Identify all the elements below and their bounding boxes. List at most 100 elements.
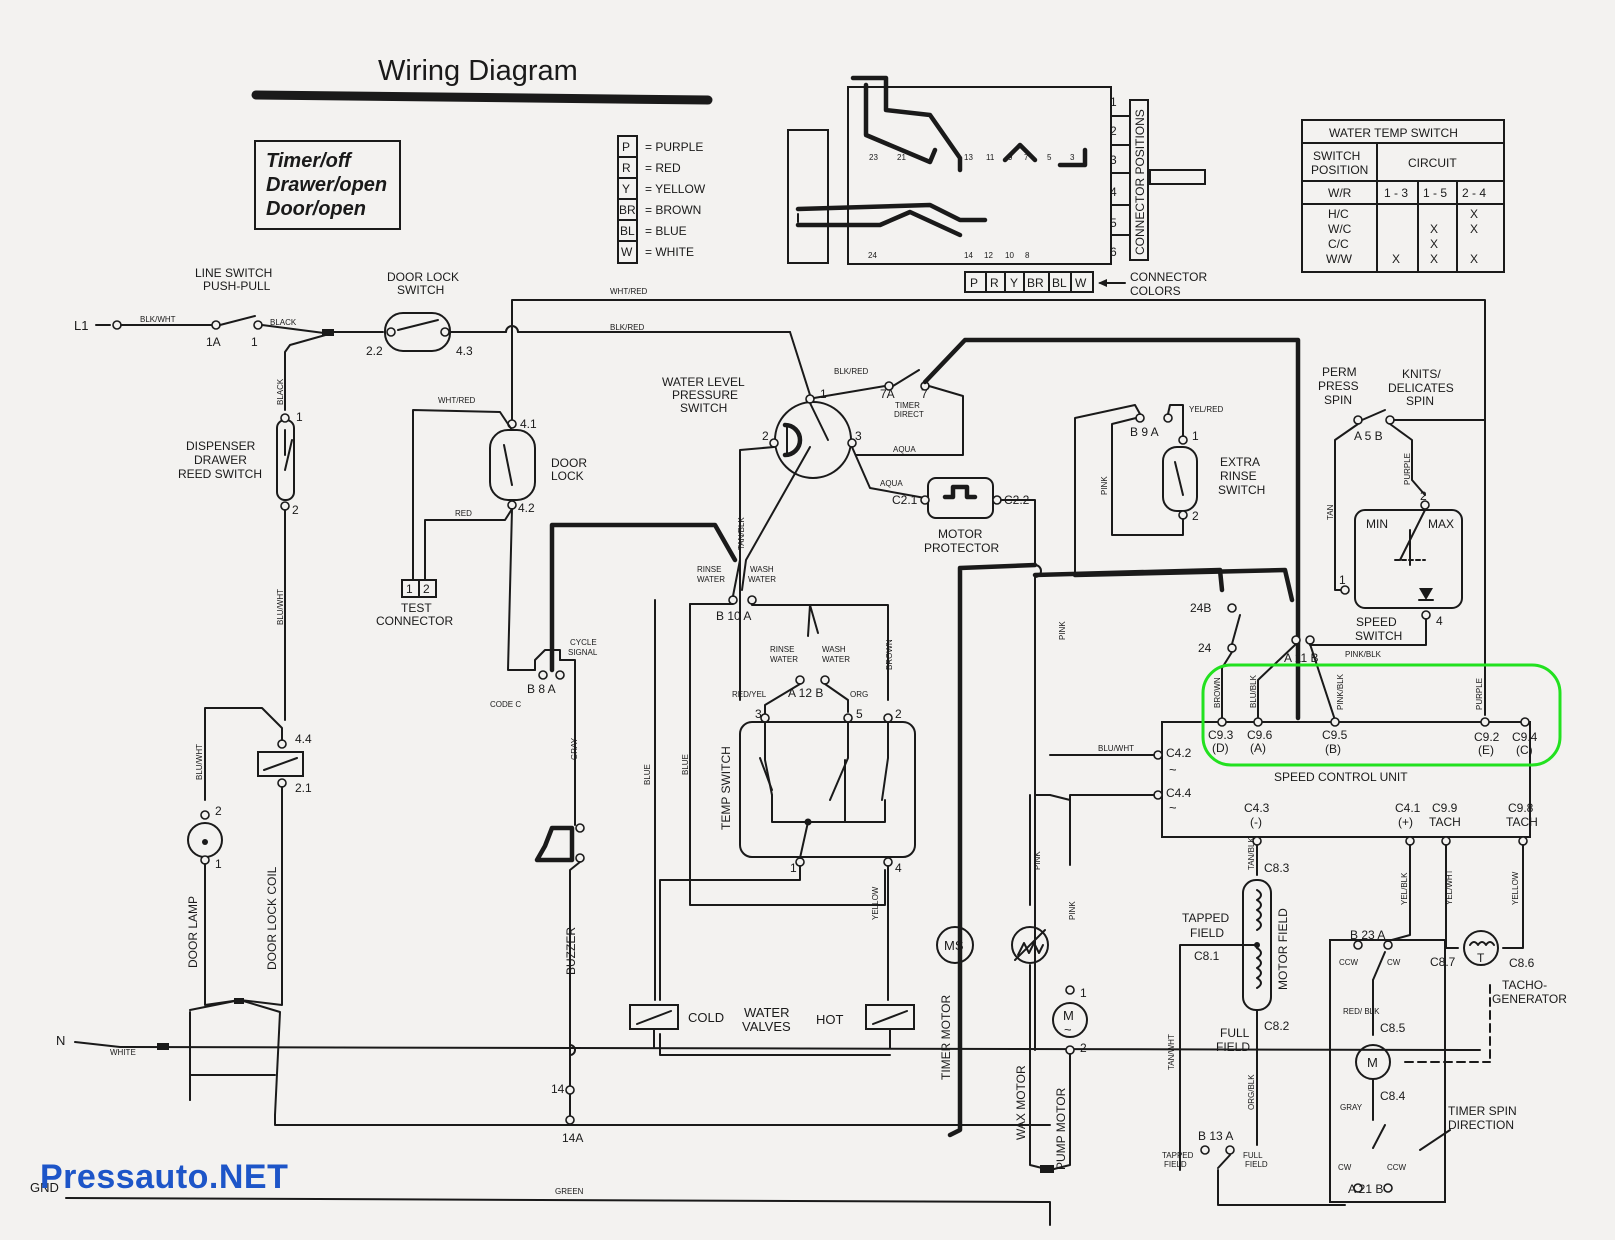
scu-b: (B): [1325, 742, 1341, 756]
buzzer-label: BUZZER: [564, 927, 578, 975]
scu-c95: C9.5: [1322, 728, 1348, 742]
wire-yellow-tacho: YELLOW: [1511, 871, 1520, 905]
state-door: Door/open: [266, 198, 366, 220]
door-lock-label-1: DOOR: [551, 456, 587, 470]
door-lock-label-2: LOCK: [551, 469, 584, 483]
wire-blk-red-wls: BLK/RED: [834, 367, 868, 376]
pin-14: 14: [964, 251, 973, 260]
connector-pos-2: 2: [1110, 124, 1117, 138]
ss-4: 4: [1436, 614, 1443, 628]
terminal-7a: 7A: [880, 387, 895, 401]
wts-13: 1 - 3: [1384, 186, 1408, 200]
ts-4: 4: [895, 861, 902, 875]
wash-water-2: WATER: [748, 575, 776, 584]
wire-aqua-bottom: AQUA: [880, 479, 903, 488]
wire-red-blk: RED/ BLK: [1343, 1007, 1380, 1016]
legend-code-y: Y: [622, 182, 630, 196]
diagram-title: Wiring Diagram: [378, 55, 578, 87]
wire-red-yel: RED/YEL: [732, 690, 767, 699]
terminal-c85: C8.5: [1380, 1021, 1406, 1035]
door-lamp-label: DOOR LAMP: [186, 896, 200, 968]
wire-blk-red-top: BLK/RED: [610, 323, 644, 332]
wire-tan-blk: TAN/BLK: [737, 517, 746, 550]
legend-code-w: W: [621, 245, 633, 259]
pin-23: 23: [869, 153, 878, 162]
terminal-b23a: B 23 A: [1350, 928, 1385, 942]
terminal-a12b: A 12 B: [788, 686, 823, 700]
wts-title: WATER TEMP SWITCH: [1329, 126, 1458, 140]
wire-white-n: WHITE: [110, 1048, 136, 1057]
pin-7: 7: [1024, 153, 1029, 162]
wts-row-hc: H/C: [1328, 207, 1349, 221]
wire-blu-wht-left: BLU/WHT: [276, 589, 285, 625]
wts-circuit: CIRCUIT: [1408, 156, 1457, 170]
terminal-1a: 1A: [206, 335, 221, 349]
wts-switch: SWITCH: [1313, 149, 1360, 163]
scu-tach-2: TACH: [1506, 815, 1538, 829]
wts-wc-24: X: [1470, 222, 1478, 236]
water-level-label-3: SWITCH: [680, 401, 727, 415]
terminal-24: 24: [1198, 641, 1212, 655]
wts-wc-15: X: [1430, 222, 1438, 236]
er-2: 2: [1192, 509, 1199, 523]
cycle-signal-2: SIGNAL: [568, 648, 598, 657]
scu-tach-1: TACH: [1429, 815, 1461, 829]
tapped-field-small-1: TAPPED: [1162, 1151, 1194, 1160]
dispenser-label-1: DISPENSER: [186, 439, 256, 453]
wls-3: 3: [855, 429, 862, 443]
wts-ww-15: X: [1430, 252, 1438, 266]
wls-2: 2: [762, 429, 769, 443]
pin-12: 12: [984, 251, 993, 260]
scu-c42: C4.2: [1166, 746, 1192, 760]
wire-pink-blk-scu: PINK/BLK: [1336, 673, 1345, 710]
perm-press-label-1: PERM: [1322, 365, 1357, 379]
timer-spin-label-2: DIRECTION: [1448, 1118, 1514, 1132]
timer-motor-ms: MS: [944, 938, 964, 953]
knits-label-3: SPIN: [1406, 394, 1434, 408]
pin-24: 24: [868, 251, 877, 260]
strip-w: W: [1075, 276, 1087, 290]
pin-11: 11: [986, 153, 995, 162]
wire-yel-wht: YEL/WHT: [1445, 869, 1454, 905]
wire-brown-scu: BROWN: [1213, 677, 1222, 708]
test-connector-label-2: CONNECTOR: [376, 614, 453, 628]
door-lock-coil-label: DOOR LOCK COIL: [265, 866, 279, 970]
full-field-small-1: FULL: [1243, 1151, 1263, 1160]
wire-yel-blk: YEL/BLK: [1400, 872, 1409, 905]
state-box: Timer/off Drawer/open Door/open: [254, 140, 401, 230]
scu-minus: (-): [1250, 815, 1262, 829]
legend-name-r: = RED: [645, 161, 681, 175]
wire-brown-right: BROWN: [885, 639, 894, 670]
terminal-c86: C8.6: [1509, 956, 1535, 970]
terminal-7: 7: [921, 387, 928, 401]
ts-1: 1: [790, 861, 797, 875]
legend-name-p: = PURPLE: [645, 140, 703, 154]
motor-m: M: [1367, 1055, 1378, 1070]
wire-tan-ss: TAN: [1326, 504, 1335, 520]
wire-yellow-hot: YELLOW: [871, 886, 880, 920]
lamp-1: 1: [215, 857, 222, 871]
state-timer: Timer/off: [266, 150, 353, 172]
terminal-1: 1: [251, 335, 258, 349]
wire-pink-vert: PINK: [1058, 621, 1067, 640]
rinse-water-1: RINSE: [697, 565, 721, 574]
strip-y: Y: [1010, 276, 1018, 290]
wire-green: GREEN: [555, 1187, 584, 1196]
legend-code-br: BR: [619, 203, 636, 217]
tapped-field-small-2: FIELD: [1164, 1160, 1187, 1169]
speed-control-highlight: [1201, 663, 1562, 767]
pump-motor-label: PUMP MOTOR: [1054, 1087, 1068, 1170]
terminal-14a: 14A: [562, 1131, 583, 1145]
timer-direct-1: TIMER: [895, 401, 920, 410]
scu-tilde-2: ~: [1169, 800, 1177, 815]
valve-cold: COLD: [688, 1010, 724, 1025]
line-switch-label-1: LINE SWITCH: [195, 266, 272, 280]
terminal-24b: 24B: [1190, 601, 1211, 615]
pump-1: 1: [1080, 986, 1087, 1000]
cycle-signal-1: CYCLE: [570, 638, 597, 647]
test-2: 2: [423, 582, 430, 596]
wire-blu-blk-scu: BLU/BLK: [1249, 674, 1258, 708]
connector-pos-5: 5: [1110, 216, 1117, 230]
scu-a: (A): [1250, 741, 1266, 755]
motor-protector-label-2: PROTECTOR: [924, 541, 999, 555]
